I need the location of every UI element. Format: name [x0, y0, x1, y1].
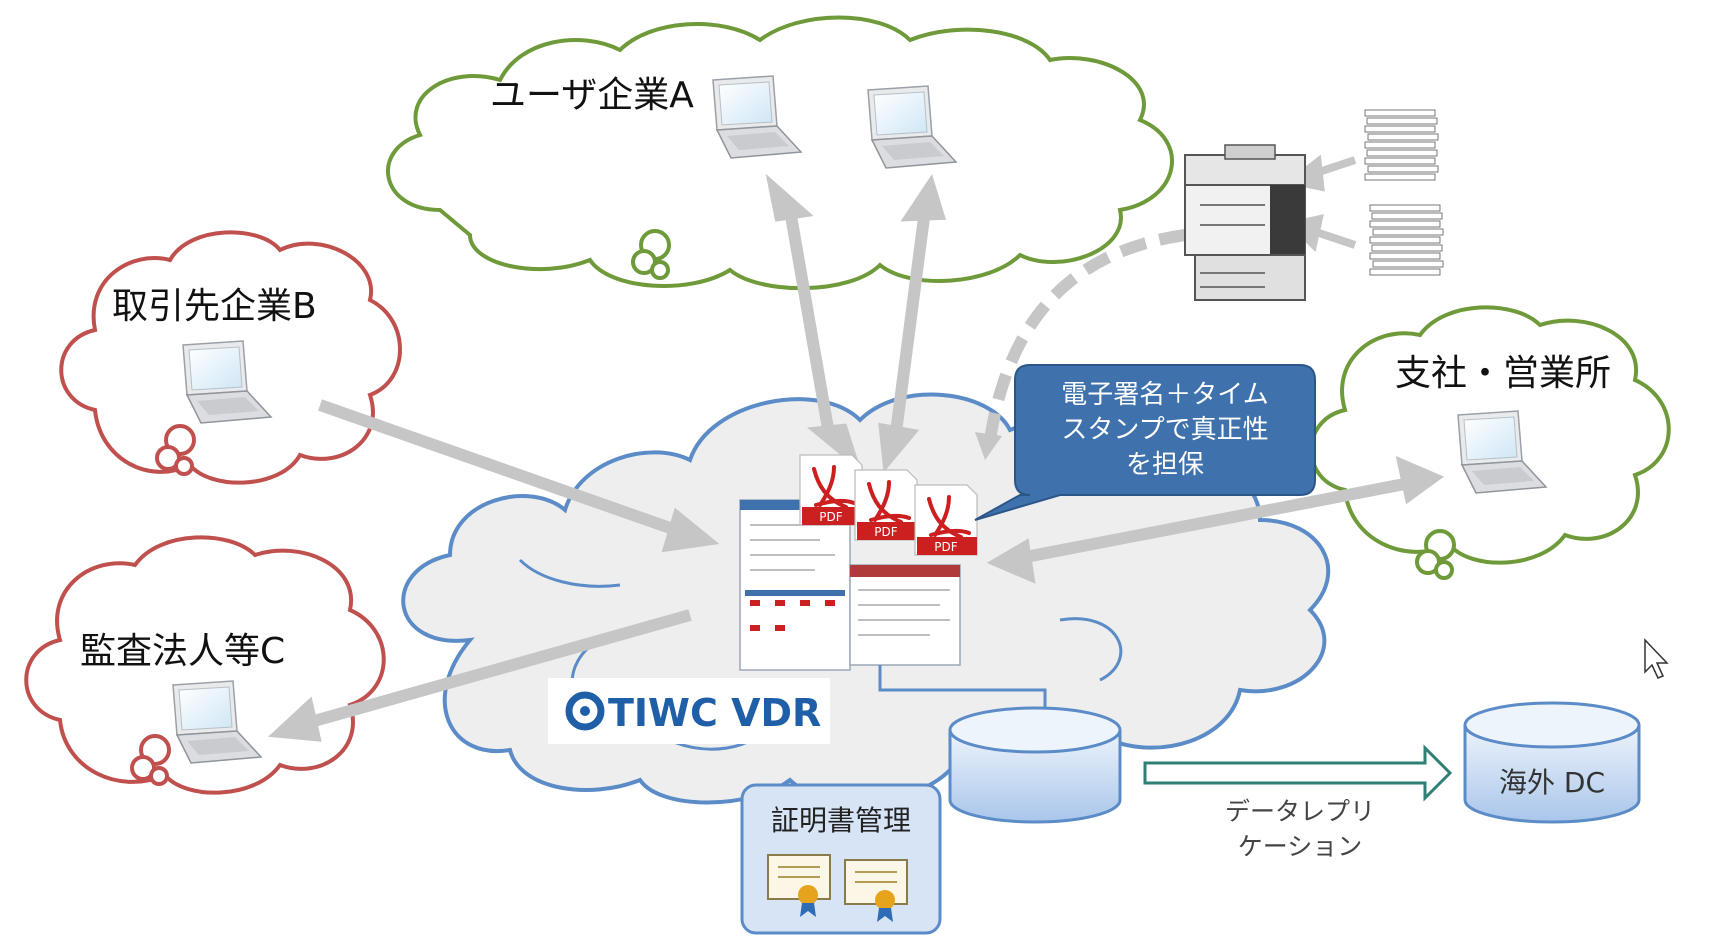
label-partner-b: 取引先企業B	[112, 286, 317, 327]
paper-stack-icon-2	[1369, 204, 1444, 276]
callout-bubble: 電子署名＋タイム スタンプで真正性 を担保	[974, 364, 1316, 521]
document-screenshot	[739, 499, 961, 671]
connection-arrows	[268, 154, 1445, 742]
arrow-mfp-head	[975, 432, 1002, 460]
callout-line-1: 電子署名＋タイム	[1061, 380, 1268, 410]
pdf-icon-1: PDF	[798, 453, 864, 527]
svg-text:PDF: PDF	[819, 510, 842, 524]
svg-text:PDF: PDF	[934, 540, 957, 554]
mouse-cursor-icon	[1644, 638, 1669, 679]
arrow-user-a-1	[784, 208, 836, 442]
certificate-icon-2	[844, 859, 908, 922]
database-icon	[948, 706, 1122, 824]
cert-management-label: 証明書管理	[771, 804, 911, 837]
callout-line-3: を担保	[1126, 450, 1204, 480]
arrow-user-a-2	[889, 209, 931, 441]
svg-text:PDF: PDF	[874, 525, 897, 539]
arrow-partner-b	[318, 399, 692, 541]
brand-name: TIWC VDR	[608, 691, 821, 735]
arrow-branch	[1008, 476, 1417, 566]
connector-doc-db	[878, 665, 1047, 715]
logo-mark-icon	[565, 691, 605, 731]
printer-icon	[1184, 144, 1306, 301]
pdf-icon-2: PDF	[853, 468, 919, 542]
label-audit-c: 監査法人等C	[80, 631, 285, 672]
replication-arrow	[1143, 744, 1453, 802]
certificate-icon-1	[767, 854, 831, 917]
paper-stack-icon-1	[1364, 109, 1439, 181]
cert-management-box: 証明書管理	[740, 783, 942, 935]
replication-label-1: データレプリ	[1225, 797, 1375, 826]
pdf-icon-3: PDF	[913, 483, 979, 557]
label-branch: 支社・営業所	[1395, 353, 1611, 394]
label-user-a: ユーザ企業A	[490, 75, 694, 116]
overseas-dc-label: 海外 DC	[1499, 766, 1605, 799]
arrow-mfp-dashed	[984, 229, 1186, 441]
replication-label-2: ケーション	[1238, 832, 1363, 861]
arrow-audit-c	[298, 609, 692, 731]
callout-line-2: スタンプで真正性	[1061, 415, 1268, 445]
brand-logo: TIWC VDR	[548, 678, 830, 744]
overseas-dc-icon: 海外 DC	[1463, 701, 1641, 824]
